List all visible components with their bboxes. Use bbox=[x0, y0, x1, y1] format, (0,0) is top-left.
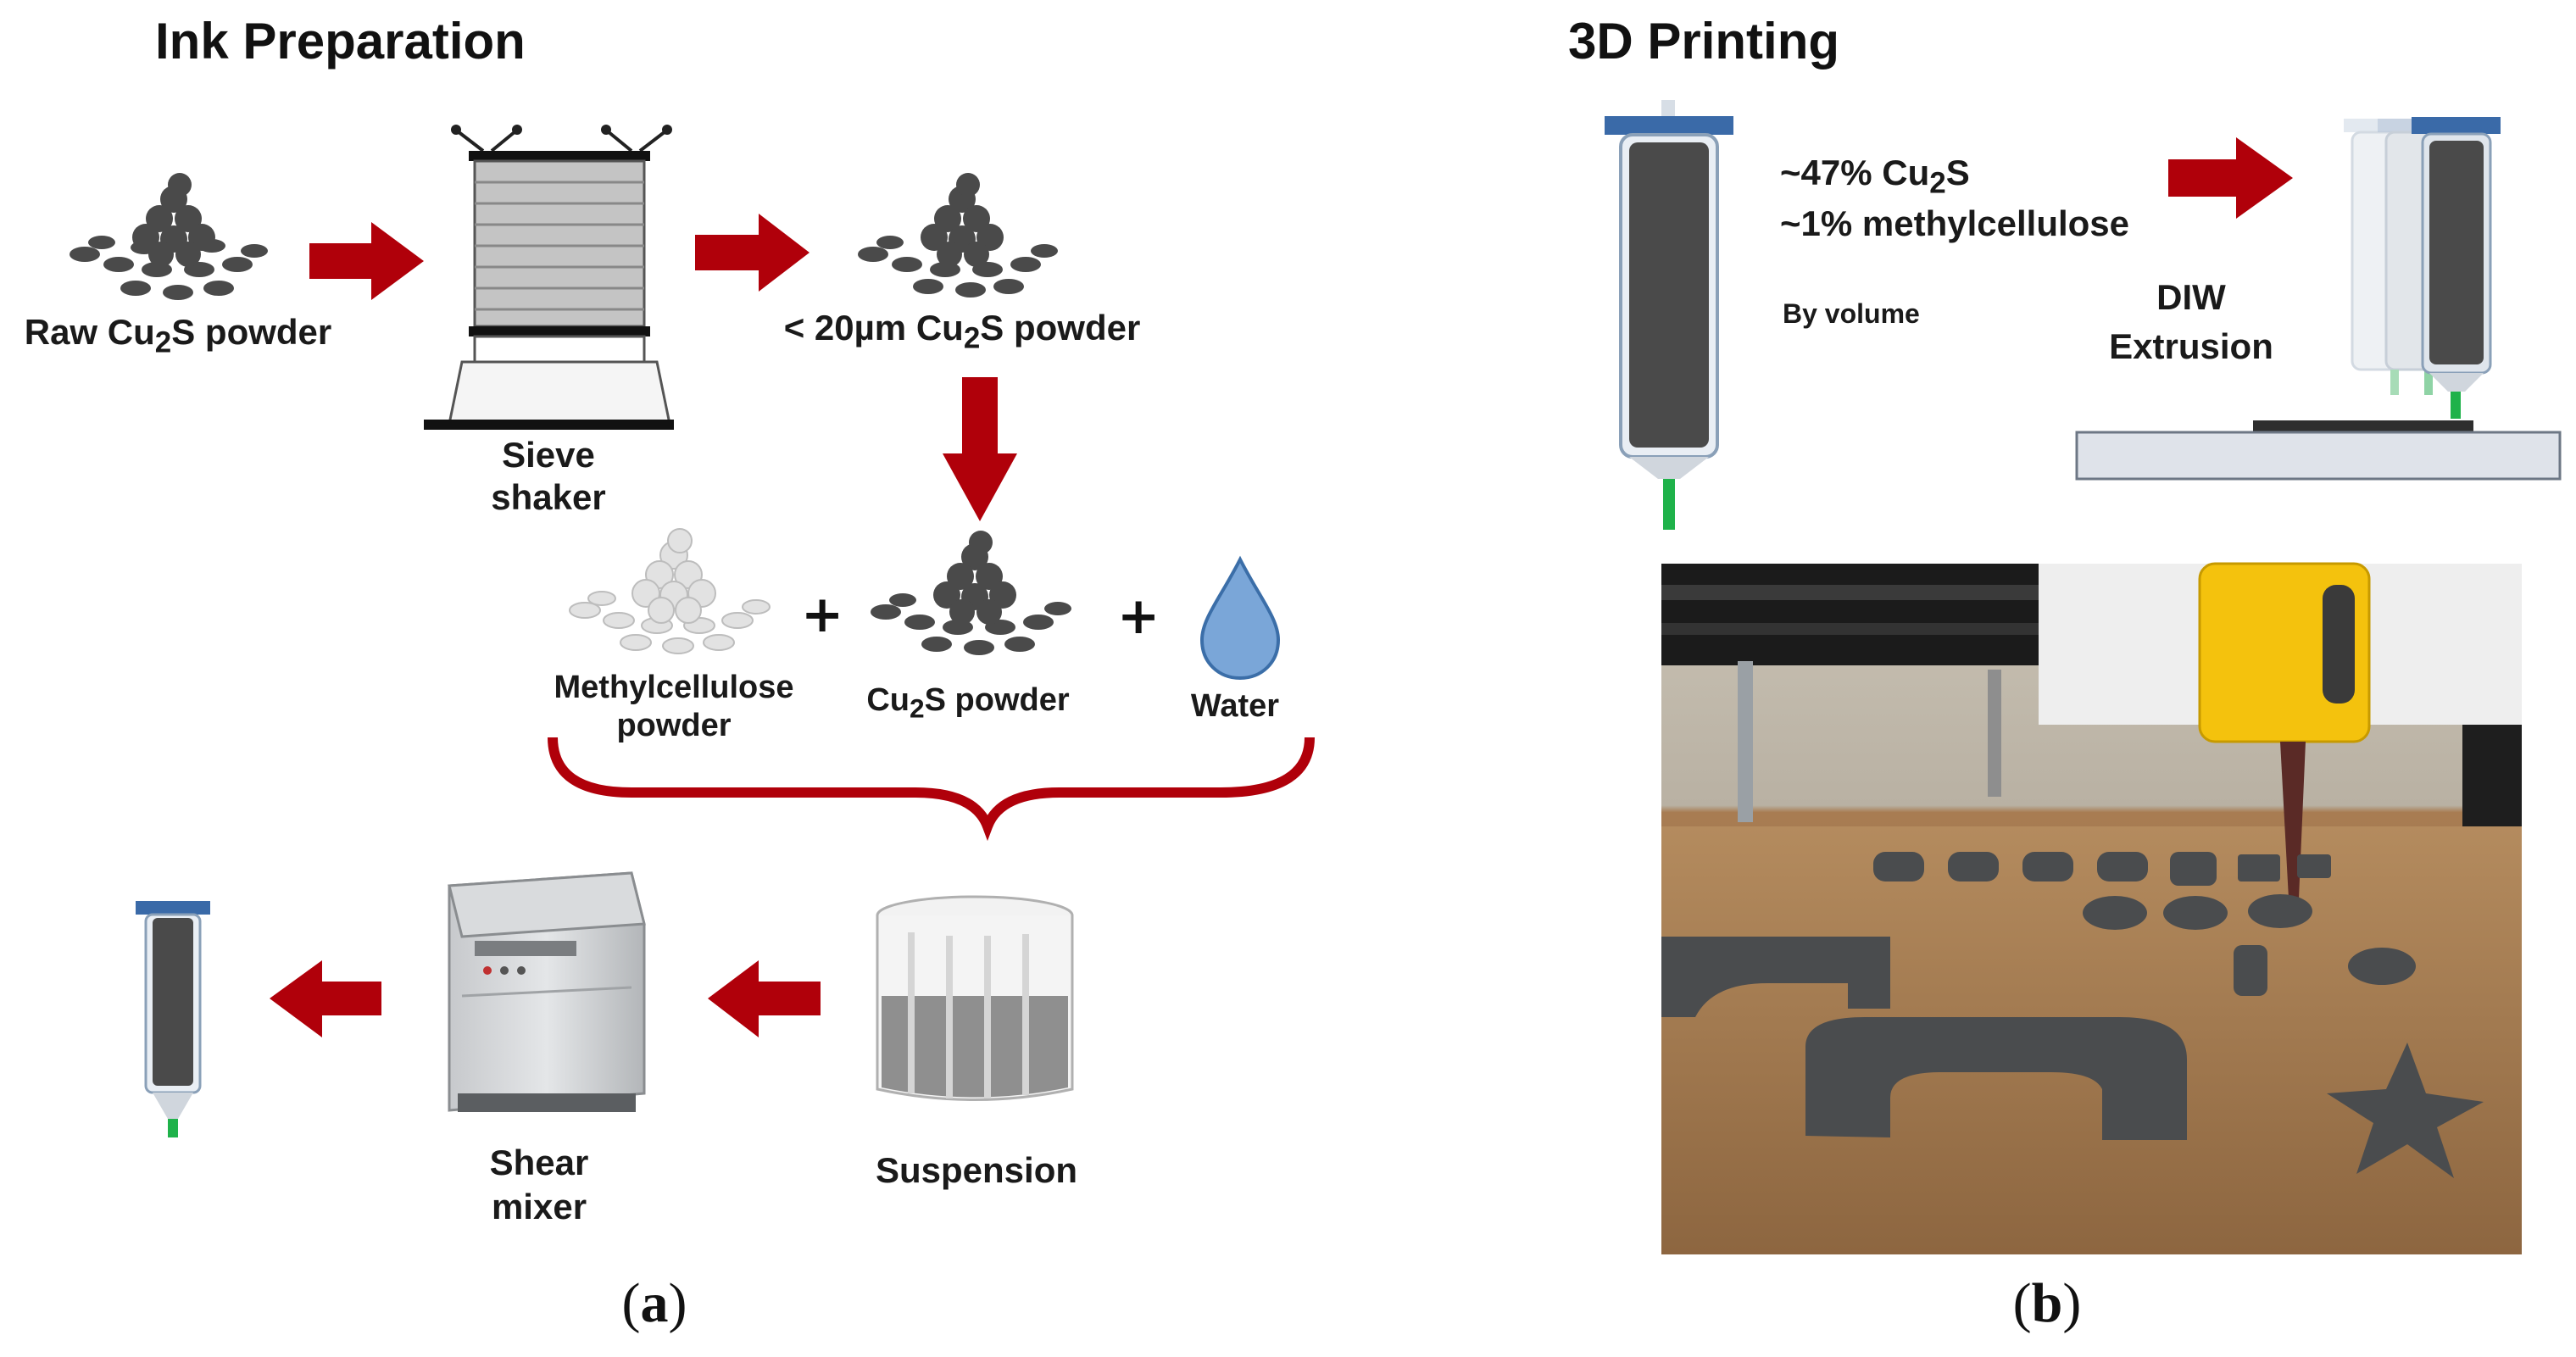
water-drop-icon bbox=[1199, 555, 1281, 681]
large-syringe-icon bbox=[1605, 100, 1733, 530]
small-syringe-icon bbox=[136, 901, 210, 1137]
water-label: Water bbox=[1190, 688, 1280, 724]
caption-a: (a) bbox=[621, 1272, 687, 1334]
arrow-right-2 bbox=[695, 214, 810, 292]
sieve-shaker-icon bbox=[424, 125, 674, 430]
composition-line2: ~1% methylcellulose bbox=[1780, 203, 2130, 243]
sieve-shaker-label-line2: shaker bbox=[491, 477, 606, 517]
arrow-left-2 bbox=[270, 960, 381, 1037]
methylcellulose-label-line2: powder bbox=[616, 708, 732, 743]
suspension-label: Suspension bbox=[875, 1150, 1078, 1190]
cu2s-powder-label: Cu2S powder bbox=[866, 682, 1070, 724]
methylcellulose-pile-icon bbox=[569, 528, 771, 654]
arrow-down bbox=[943, 377, 1017, 521]
bracket bbox=[548, 737, 1315, 842]
composition-line1: ~47% Cu2S bbox=[1780, 153, 1970, 200]
plus-sign-1: + bbox=[801, 585, 844, 644]
raw-powder-label: Raw Cu2S powder bbox=[24, 312, 332, 359]
raw-powder-pile-icon bbox=[70, 173, 268, 300]
shear-mixer-label-line1: Shear bbox=[489, 1143, 589, 1182]
sieve-shaker-label-line1: Sieve bbox=[502, 435, 595, 475]
panel-a-title: Ink Preparation bbox=[155, 13, 526, 70]
diw-label-line2: Extrusion bbox=[2109, 326, 2273, 366]
plus-sign-2: + bbox=[1117, 587, 1160, 646]
panel-b-title: 3D Printing bbox=[1568, 13, 1840, 70]
by-volume-label: By volume bbox=[1783, 298, 1920, 329]
methylcellulose-label-line1: Methylcellulose bbox=[554, 670, 794, 705]
printing-photo bbox=[1661, 562, 2522, 1254]
extrusion-syringes-icon bbox=[2344, 117, 2501, 419]
diw-label-line1: DIW bbox=[2156, 277, 2226, 317]
arrow-right-1 bbox=[309, 222, 424, 300]
arrow-right-b bbox=[2168, 137, 2293, 219]
shear-mixer-label-line2: mixer bbox=[491, 1187, 587, 1226]
fine-powder-pile-icon bbox=[858, 173, 1058, 298]
print-bed-icon bbox=[2075, 420, 2562, 481]
beaker-icon bbox=[876, 895, 1074, 1101]
shear-mixer-icon bbox=[448, 871, 646, 1112]
fine-powder-label: < 20µm Cu2S powder bbox=[783, 308, 1141, 355]
cu2s-pile-icon bbox=[871, 531, 1071, 655]
caption-b: (b) bbox=[2012, 1272, 2082, 1334]
arrow-left-1 bbox=[708, 960, 821, 1037]
